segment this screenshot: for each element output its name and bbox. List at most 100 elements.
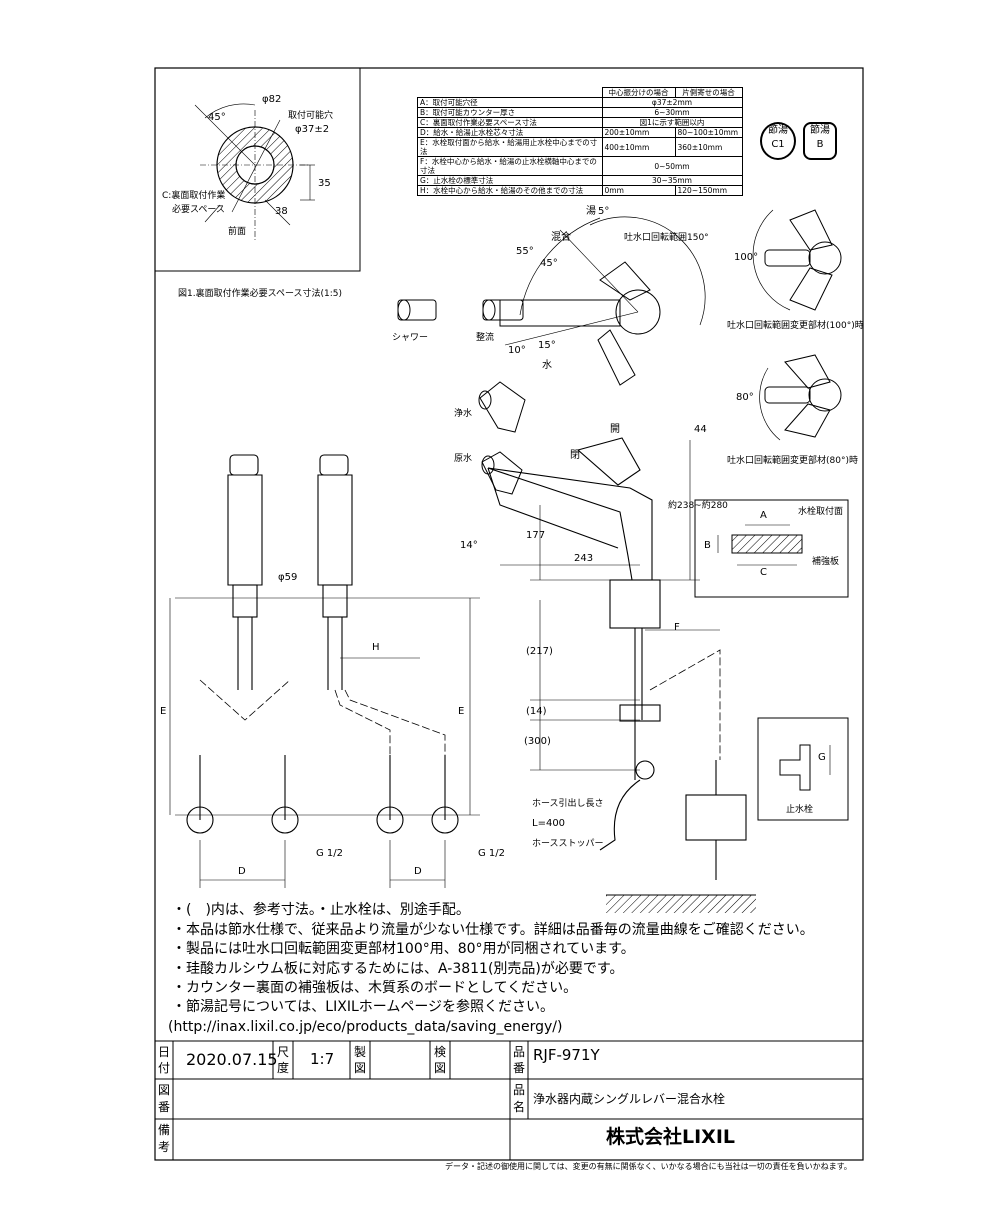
- fig1-ring: [194, 103, 315, 240]
- spray-heads: [397, 299, 526, 495]
- note-line: ・カウンター裏面の補強板は、木質系のボードとしてください。: [172, 980, 578, 996]
- lever-a55: 55°: [516, 246, 534, 257]
- tb-drawn-label-2: 図: [354, 1061, 367, 1075]
- legend-label: D：給水・給湯止水栓芯々寸法: [417, 127, 603, 138]
- fig1-front: 前面: [228, 227, 247, 237]
- rotation-cap100: 吐水口回転範囲変更部材(100°)時: [727, 321, 864, 331]
- tb-scale-label-1: 尺: [277, 1045, 290, 1059]
- front-g12-left: G 1/2: [316, 848, 344, 859]
- side-f: F: [674, 622, 680, 633]
- legend-center: 0~50mm: [601, 156, 743, 176]
- counter-a: A: [760, 510, 767, 521]
- note-line: ・珪酸カルシウム板に対応するためには、A-3811(別売品)が必要です。: [172, 961, 624, 977]
- fig1-space-label-1: C:裏面取付作業: [162, 191, 226, 201]
- front-e-left: E: [160, 706, 167, 717]
- tb-name-label-1: 品: [513, 1083, 526, 1097]
- side-d14b: (14): [526, 706, 547, 717]
- badge-bottom: C1: [771, 139, 785, 150]
- valve-name: 止水栓: [786, 805, 814, 815]
- note-url: (http://inax.lixil.co.jp/eco/products_da…: [168, 1019, 563, 1035]
- spray-straight-label: 整流: [476, 333, 495, 343]
- valve-detail: [757, 717, 849, 821]
- legend-side: 360±10mm: [674, 137, 743, 157]
- fig1-caption: 図1.裏面取付作業必要スペース寸法(1:5): [178, 289, 343, 299]
- front-d-left: D: [238, 866, 246, 877]
- tb-part-no: RJF-971Y: [533, 1046, 600, 1064]
- legend-label: G：止水栓の標準寸法: [417, 175, 603, 186]
- tb-date-label-1: 日: [158, 1045, 171, 1059]
- tb-fig-label-1: 図: [158, 1083, 171, 1097]
- legend-header-center: 中心振分けの場合: [601, 87, 676, 98]
- side-d-range: 約238~約280: [668, 501, 728, 511]
- legend-center: φ37±2mm: [601, 97, 743, 108]
- front-g12-right: G 1/2: [478, 848, 506, 859]
- tb-remarks-label-1: 備: [158, 1123, 171, 1137]
- fig1-dim-35: 35: [318, 178, 331, 189]
- legend-label: C：裏面取付作業必要スペース寸法: [417, 117, 603, 128]
- note-line: ・節湯記号については、LIXILホームページを参照ください。: [172, 999, 555, 1015]
- legend-center: 400±10mm: [601, 137, 676, 157]
- lever-spout-range: 吐水口回転範囲150°: [624, 233, 709, 243]
- legend-label: A：取付可能穴径: [417, 97, 603, 108]
- rotation-cap80: 吐水口回転範囲変更部材(80°)時: [727, 456, 858, 466]
- faucet-front-views: [169, 454, 480, 888]
- legend-label: F：水栓中心から給水・給湯の止水栓横軸中心までの寸法: [417, 156, 603, 176]
- lever-top-view: [499, 216, 706, 386]
- fig1-space-label-2: 必要スペース: [172, 205, 225, 215]
- footer-disclaimer: データ・記述の御使用に関しては、変更の有無に関係なく、いかなる場合にも当社は一切…: [445, 1162, 852, 1171]
- front-d59: φ59: [278, 572, 298, 583]
- tb-scale-label-2: 度: [277, 1061, 290, 1075]
- tb-date-label-2: 付: [158, 1061, 171, 1075]
- lever-mix: 混合: [551, 232, 571, 243]
- badge-bottom: B: [816, 139, 824, 150]
- badge-c1: 節湯 C1: [760, 122, 796, 160]
- badge-top: 節湯: [810, 125, 830, 136]
- side-hose1: ホース引出し長さ: [532, 799, 604, 809]
- legend-side: 80~100±10mm: [674, 127, 743, 138]
- tb-product-name: 浄水器内蔵シングルレバー混合水栓: [533, 1092, 726, 1106]
- legend-center: 6~30mm: [601, 107, 743, 118]
- rotation-a80: 80°: [736, 392, 754, 403]
- sheet-border: [154, 67, 864, 1161]
- side-d217: (217): [526, 646, 553, 657]
- tb-company: 株式会社LIXIL: [606, 1126, 736, 1148]
- tb-remarks-label-2: 考: [158, 1140, 171, 1154]
- tb-check-label-1: 検: [434, 1045, 447, 1059]
- badge-top: 節湯: [768, 125, 788, 136]
- legend-header-side: 片側寄せの場合: [674, 87, 743, 98]
- side-d14: 14°: [460, 540, 478, 551]
- front-d-right: D: [414, 866, 422, 877]
- lever-a5: 5°: [598, 206, 610, 217]
- side-open: 開: [610, 424, 620, 435]
- note-line: ・本品は節水仕様で、従来品より流量が少ない仕様です。詳細は品番毎の流量曲線をご確…: [172, 922, 814, 938]
- note-line: ・製品には吐水口回転範囲変更部材100°用、80°用が同梱されています。: [172, 941, 635, 957]
- front-h: H: [372, 642, 380, 653]
- side-d300: (300): [524, 736, 551, 747]
- fig1-dia-outer: φ82: [262, 94, 282, 105]
- tb-check-label-2: 図: [434, 1061, 447, 1075]
- lever-hot: 湯: [586, 206, 596, 217]
- badge-b: 節湯 B: [803, 122, 837, 160]
- tb-name-label-2: 名: [513, 1100, 526, 1114]
- rotation-a100: 100°: [734, 252, 759, 263]
- lever-a45: 45°: [540, 258, 558, 269]
- lever-a15: 15°: [538, 340, 556, 351]
- side-hose2: L=400: [532, 818, 566, 829]
- side-d243: 243: [574, 553, 594, 564]
- fig1-angle: 45°: [208, 112, 226, 123]
- tb-fig-label-2: 番: [158, 1100, 171, 1114]
- counter-b: B: [704, 540, 711, 551]
- title-block-grid: [155, 1040, 863, 1160]
- fig1-dim-38: 38: [275, 206, 288, 217]
- lever-a10: 10°: [508, 345, 526, 356]
- legend-side: 120~150mm: [674, 185, 743, 196]
- side-closed: 閉: [570, 450, 580, 461]
- legend-center: 0mm: [601, 185, 676, 196]
- spray-shower-label: シャワー: [392, 333, 429, 343]
- tb-part-label-2: 番: [513, 1061, 526, 1075]
- fig1-hole-dia: φ37±2: [295, 124, 330, 135]
- legend-center: 30~35mm: [601, 175, 743, 186]
- counter-detail: [694, 499, 849, 598]
